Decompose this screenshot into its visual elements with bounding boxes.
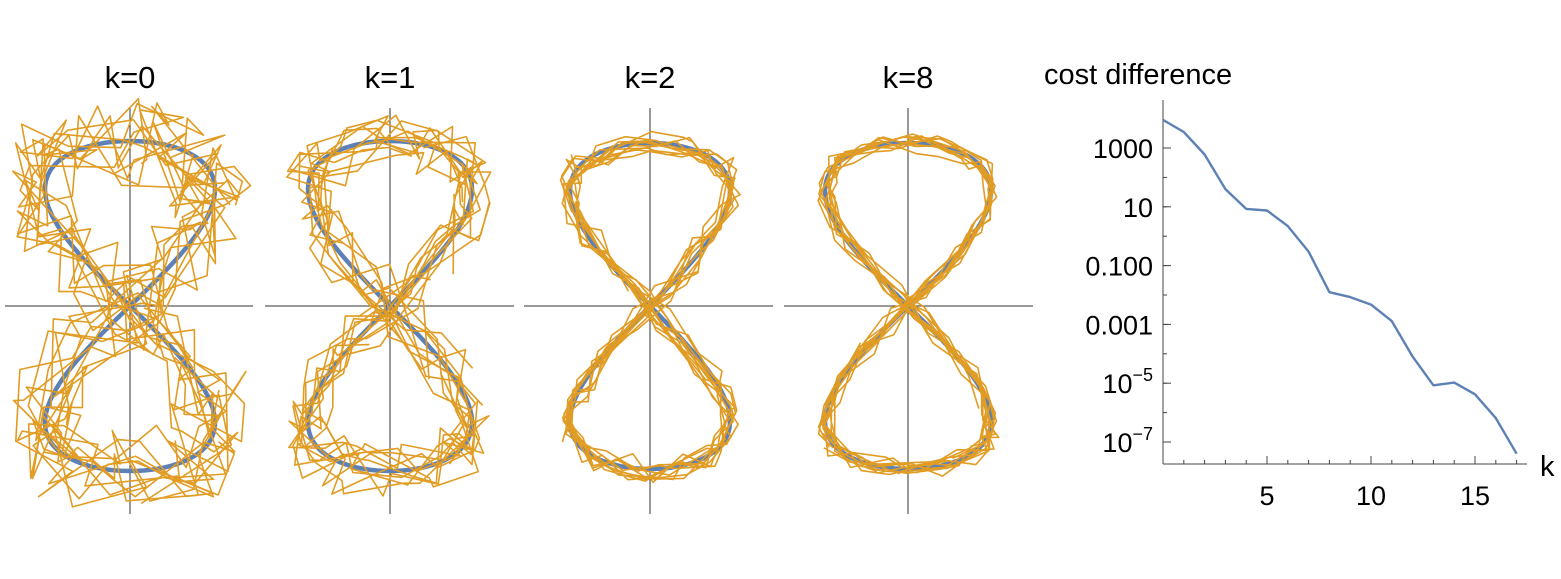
sample-trajectory [288, 119, 475, 497]
sample-trajectory [561, 136, 737, 479]
y-axis-label: cost difference [1044, 59, 1232, 91]
sample-trajectory [820, 135, 992, 474]
sample-trajectory [560, 141, 734, 481]
sample-trajectory [824, 138, 996, 474]
panel-k3: k=8 [784, 60, 1033, 514]
x-tick-label: 10 [1356, 481, 1386, 511]
sample-trajectory [286, 130, 490, 472]
cost-difference-plot: 5 10 15 1000 10 0.100 0.001 10−5 10−7 cost differ… [1044, 59, 1555, 511]
sample-trajectory [16, 97, 222, 500]
sample-trajectory [31, 132, 239, 496]
sample-trajectory [565, 140, 740, 482]
sample-trajectory [822, 135, 996, 470]
y-tick-label: 0.001 [1085, 310, 1153, 340]
trajectory-panels: k=0 k=1 k=2 k=8 [5, 60, 1033, 514]
panel-k2: k=2 [524, 60, 773, 514]
sample-trajectory [12, 115, 228, 469]
panel-title: k=0 [105, 60, 156, 95]
panel-title: k=8 [883, 60, 934, 95]
panel-title: k=1 [365, 60, 416, 95]
sample-trajectory [16, 102, 229, 485]
sample-trajectory [12, 105, 246, 502]
x-tick-label: 5 [1259, 481, 1274, 511]
sample-trajectory [567, 144, 738, 481]
y-tick-label: 10−7 [1102, 424, 1153, 458]
cost-difference-line [1162, 118, 1518, 455]
x-axis-label: k [1540, 451, 1555, 483]
panel-title: k=2 [625, 60, 676, 95]
sample-trajectory [565, 135, 736, 471]
y-tick-label: 0.100 [1085, 252, 1153, 282]
sample-trajectory [292, 148, 491, 488]
panel-k1: k=1 [265, 60, 514, 514]
y-tick-label: 10−5 [1102, 365, 1153, 399]
sample-trajectory [559, 148, 736, 480]
sample-trajectory [293, 125, 477, 486]
y-tick-label: 10 [1123, 193, 1153, 223]
sample-trajectory [19, 109, 235, 508]
sample-trajectory [301, 125, 481, 495]
x-tick-label: 15 [1460, 481, 1490, 511]
panel-k0: k=0 [5, 60, 253, 514]
y-tick-label: 1000 [1093, 134, 1153, 164]
